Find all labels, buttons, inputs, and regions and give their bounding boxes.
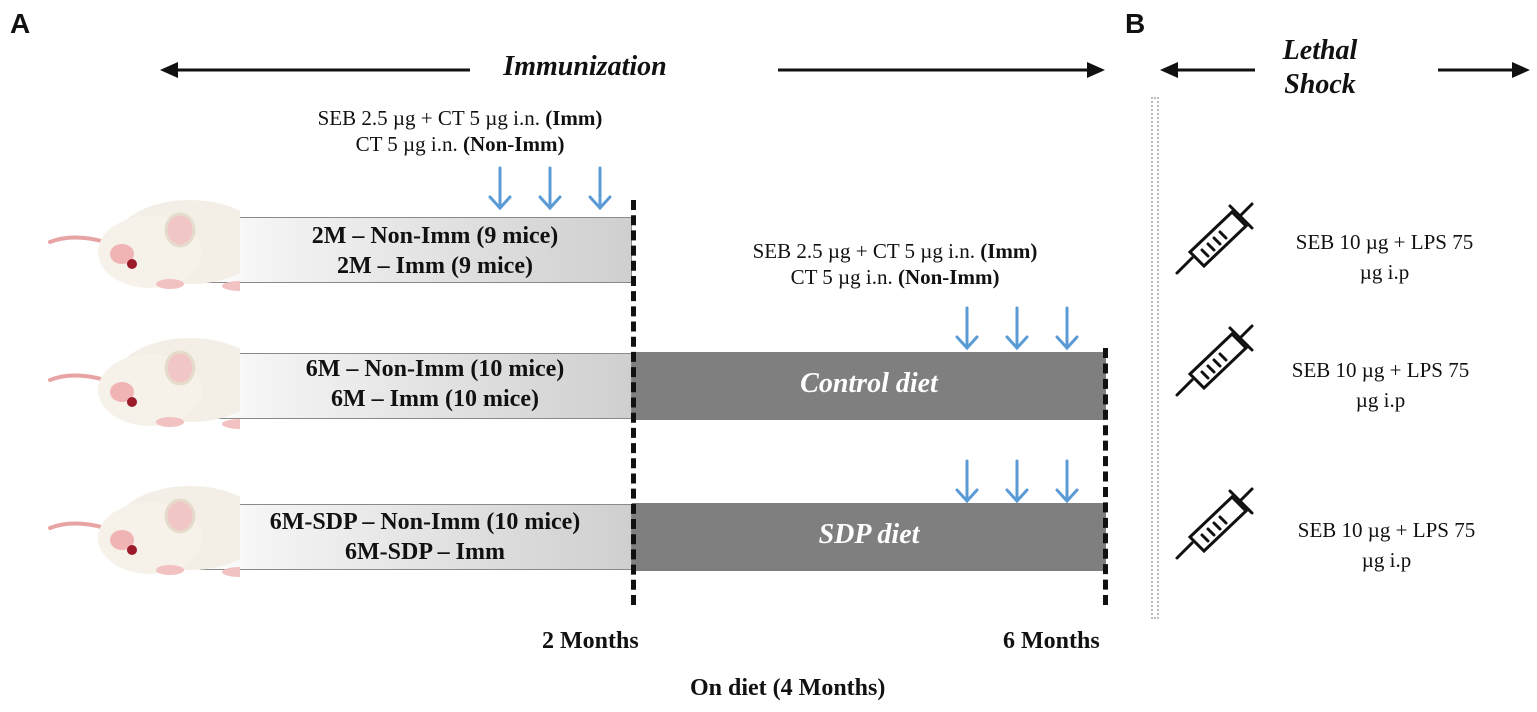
sdp-diet-label: SDP diet: [818, 519, 920, 550]
dose-text-6m: SEB 2.5 µg + CT 5 µg i.n. (Imm) CT 5 µg …: [680, 238, 1110, 290]
immunization-arrows-sdp: [955, 459, 1079, 504]
group-bar-sdp: [200, 504, 632, 570]
lethal-dose-text: SEB 10 µg + LPS 75 µg i.p: [1295, 230, 1474, 284]
group-bar-6m: [200, 353, 632, 419]
sdp-diet-bar: SDP diet: [632, 503, 1106, 571]
mouse-image: [48, 338, 240, 429]
control-diet-bar: Control diet: [632, 352, 1106, 420]
timeline-caption: On diet (4 Months): [690, 675, 886, 701]
group-bar-2m: [200, 217, 632, 283]
group-label-6m: 6M – Non-Imm (10 mice) 6M – Imm (10 mice…: [305, 356, 565, 412]
panel-label-a: A: [10, 8, 31, 39]
syringe-icon: [1175, 324, 1254, 397]
dose-line-nonimm: CT 5 µg i.n. (Non-Imm): [355, 132, 565, 156]
syringe-icon: [1175, 487, 1254, 560]
timeline-marker-6m: [1103, 348, 1108, 605]
lethal-title-line2: Shock: [1284, 69, 1356, 100]
dose-line-nonimm-6m: CT 5 µg i.n. (Non-Imm): [790, 265, 1000, 289]
immunization-arrow: [160, 62, 1105, 78]
time-label-2-months: 2 Months: [542, 628, 639, 654]
dose-text-2m: SEB 2.5 µg + CT 5 µg i.n. (Imm) CT 5 µg …: [250, 105, 670, 157]
group-label-2m: 2M – Non-Imm (9 mice) 2M – Imm (9 mice): [311, 223, 559, 279]
lethal-shock-title: Lethal Shock: [1250, 34, 1390, 102]
mouse-image: [48, 200, 240, 291]
syringe-icon: [1175, 202, 1254, 275]
lethal-dose-text: SEB 10 µg + LPS 75 µg i.p: [1297, 518, 1476, 572]
time-label-6-months: 6 Months: [1003, 628, 1100, 654]
panel-divider: [1151, 97, 1159, 619]
control-diet-label: Control diet: [800, 368, 938, 399]
timeline-marker-2m: [631, 200, 636, 605]
lethal-shock-arrow: [1160, 62, 1530, 78]
dose-line-imm-6m: SEB 2.5 µg + CT 5 µg i.n. (Imm): [752, 239, 1038, 263]
immunization-title: Immunization: [503, 51, 667, 82]
lethal-title-line1: Lethal: [1282, 35, 1358, 66]
group-label-sdp: 6M-SDP – Non-Imm (10 mice) 6M-SDP – Imm: [269, 509, 581, 565]
lethal-dose-text: SEB 10 µg + LPS 75 µg i.p: [1291, 358, 1470, 412]
panel-label-b: B: [1125, 8, 1146, 39]
dose-line-imm: SEB 2.5 µg + CT 5 µg i.n. (Imm): [317, 106, 603, 130]
immunization-arrows-6m: [955, 306, 1079, 351]
immunization-arrows-2m: [488, 166, 612, 211]
mouse-image: [48, 486, 240, 577]
